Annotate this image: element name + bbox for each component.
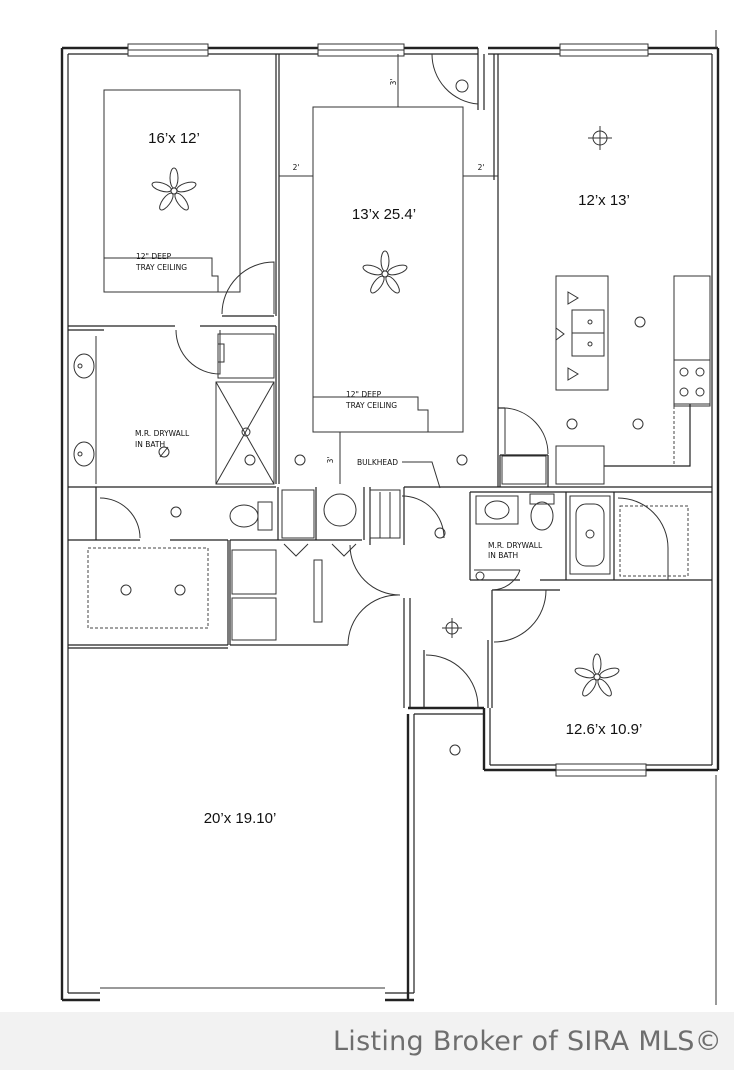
drywall-note-line2: IN BATH bbox=[488, 551, 518, 560]
dimension-label-bottom: 3' bbox=[326, 457, 335, 464]
doors bbox=[99, 53, 669, 708]
master-bath-fixtures bbox=[73, 333, 275, 629]
room-labels: 16’x 12’ 13’x 25.4’ 12’x 13’ 12.6’x 10.9… bbox=[148, 130, 642, 827]
ceiling-fan-icon bbox=[151, 167, 197, 211]
windows bbox=[127, 43, 649, 777]
range-icon bbox=[673, 359, 711, 405]
shower-icon bbox=[215, 381, 275, 485]
bathtub-icon bbox=[569, 495, 611, 575]
dryer-icon bbox=[323, 493, 357, 527]
toilet-icon bbox=[257, 501, 273, 531]
room-size-master-bedroom: 16’x 12’ bbox=[148, 130, 200, 147]
room-size-garage: 20’x 19.10’ bbox=[204, 810, 277, 827]
tray-ceiling-note-line2: TRAY CEILING bbox=[135, 263, 187, 272]
hallway-lights bbox=[442, 618, 462, 756]
toilet-icon bbox=[529, 493, 555, 505]
great-room-tray-ceiling bbox=[312, 106, 464, 433]
sink-icon bbox=[73, 441, 95, 467]
drywall-note-line1: M.R. DRYWALL bbox=[135, 429, 190, 438]
tray-ceiling-note-line1: 12" DEEP bbox=[136, 252, 172, 261]
ceiling-fan-icons bbox=[151, 167, 620, 697]
annotations: 12" DEEP TRAY CEILING 12" DEEP TRAY CEIL… bbox=[135, 252, 543, 560]
ceiling-fan-icon bbox=[574, 653, 620, 697]
room-size-great-room: 13’x 25.4’ bbox=[352, 206, 416, 223]
dimension-labels: 2' 2' 3' 3' bbox=[293, 79, 485, 464]
watermark-bar bbox=[0, 1012, 734, 1070]
tray-ceilings bbox=[103, 89, 464, 433]
washer-icon bbox=[281, 489, 315, 539]
bulkhead-note: BULKHEAD bbox=[357, 458, 398, 467]
exterior-walls bbox=[60, 30, 720, 1005]
listing-broker-watermark: Listing Broker of SIRA MLS© bbox=[332, 1026, 722, 1057]
sink-icon bbox=[73, 353, 95, 379]
room-size-bedroom-2: 12.6’x 10.9’ bbox=[566, 721, 643, 738]
laundry-fixtures bbox=[231, 454, 468, 641]
tray-ceiling-note-line2: TRAY CEILING bbox=[345, 401, 397, 410]
sink-icon bbox=[484, 500, 510, 520]
drywall-note-line2: IN BATH bbox=[135, 440, 165, 449]
drywall-note-line1: M.R. DRYWALL bbox=[488, 541, 543, 550]
hall-bath-fixtures bbox=[475, 493, 689, 581]
dimension-label-top: 3' bbox=[389, 79, 398, 86]
master-tray-ceiling bbox=[103, 89, 241, 293]
kitchen-fixtures bbox=[455, 79, 711, 485]
dimension-label-left: 2' bbox=[293, 163, 300, 172]
interior-walls bbox=[68, 48, 712, 708]
room-size-kitchen: 12’x 13’ bbox=[578, 192, 630, 209]
tray-ceiling-note-line1: 12" DEEP bbox=[346, 390, 382, 399]
ceiling-fan-icon bbox=[362, 250, 408, 294]
dimension-lines bbox=[104, 54, 498, 489]
dimension-label-right: 2' bbox=[478, 163, 485, 172]
